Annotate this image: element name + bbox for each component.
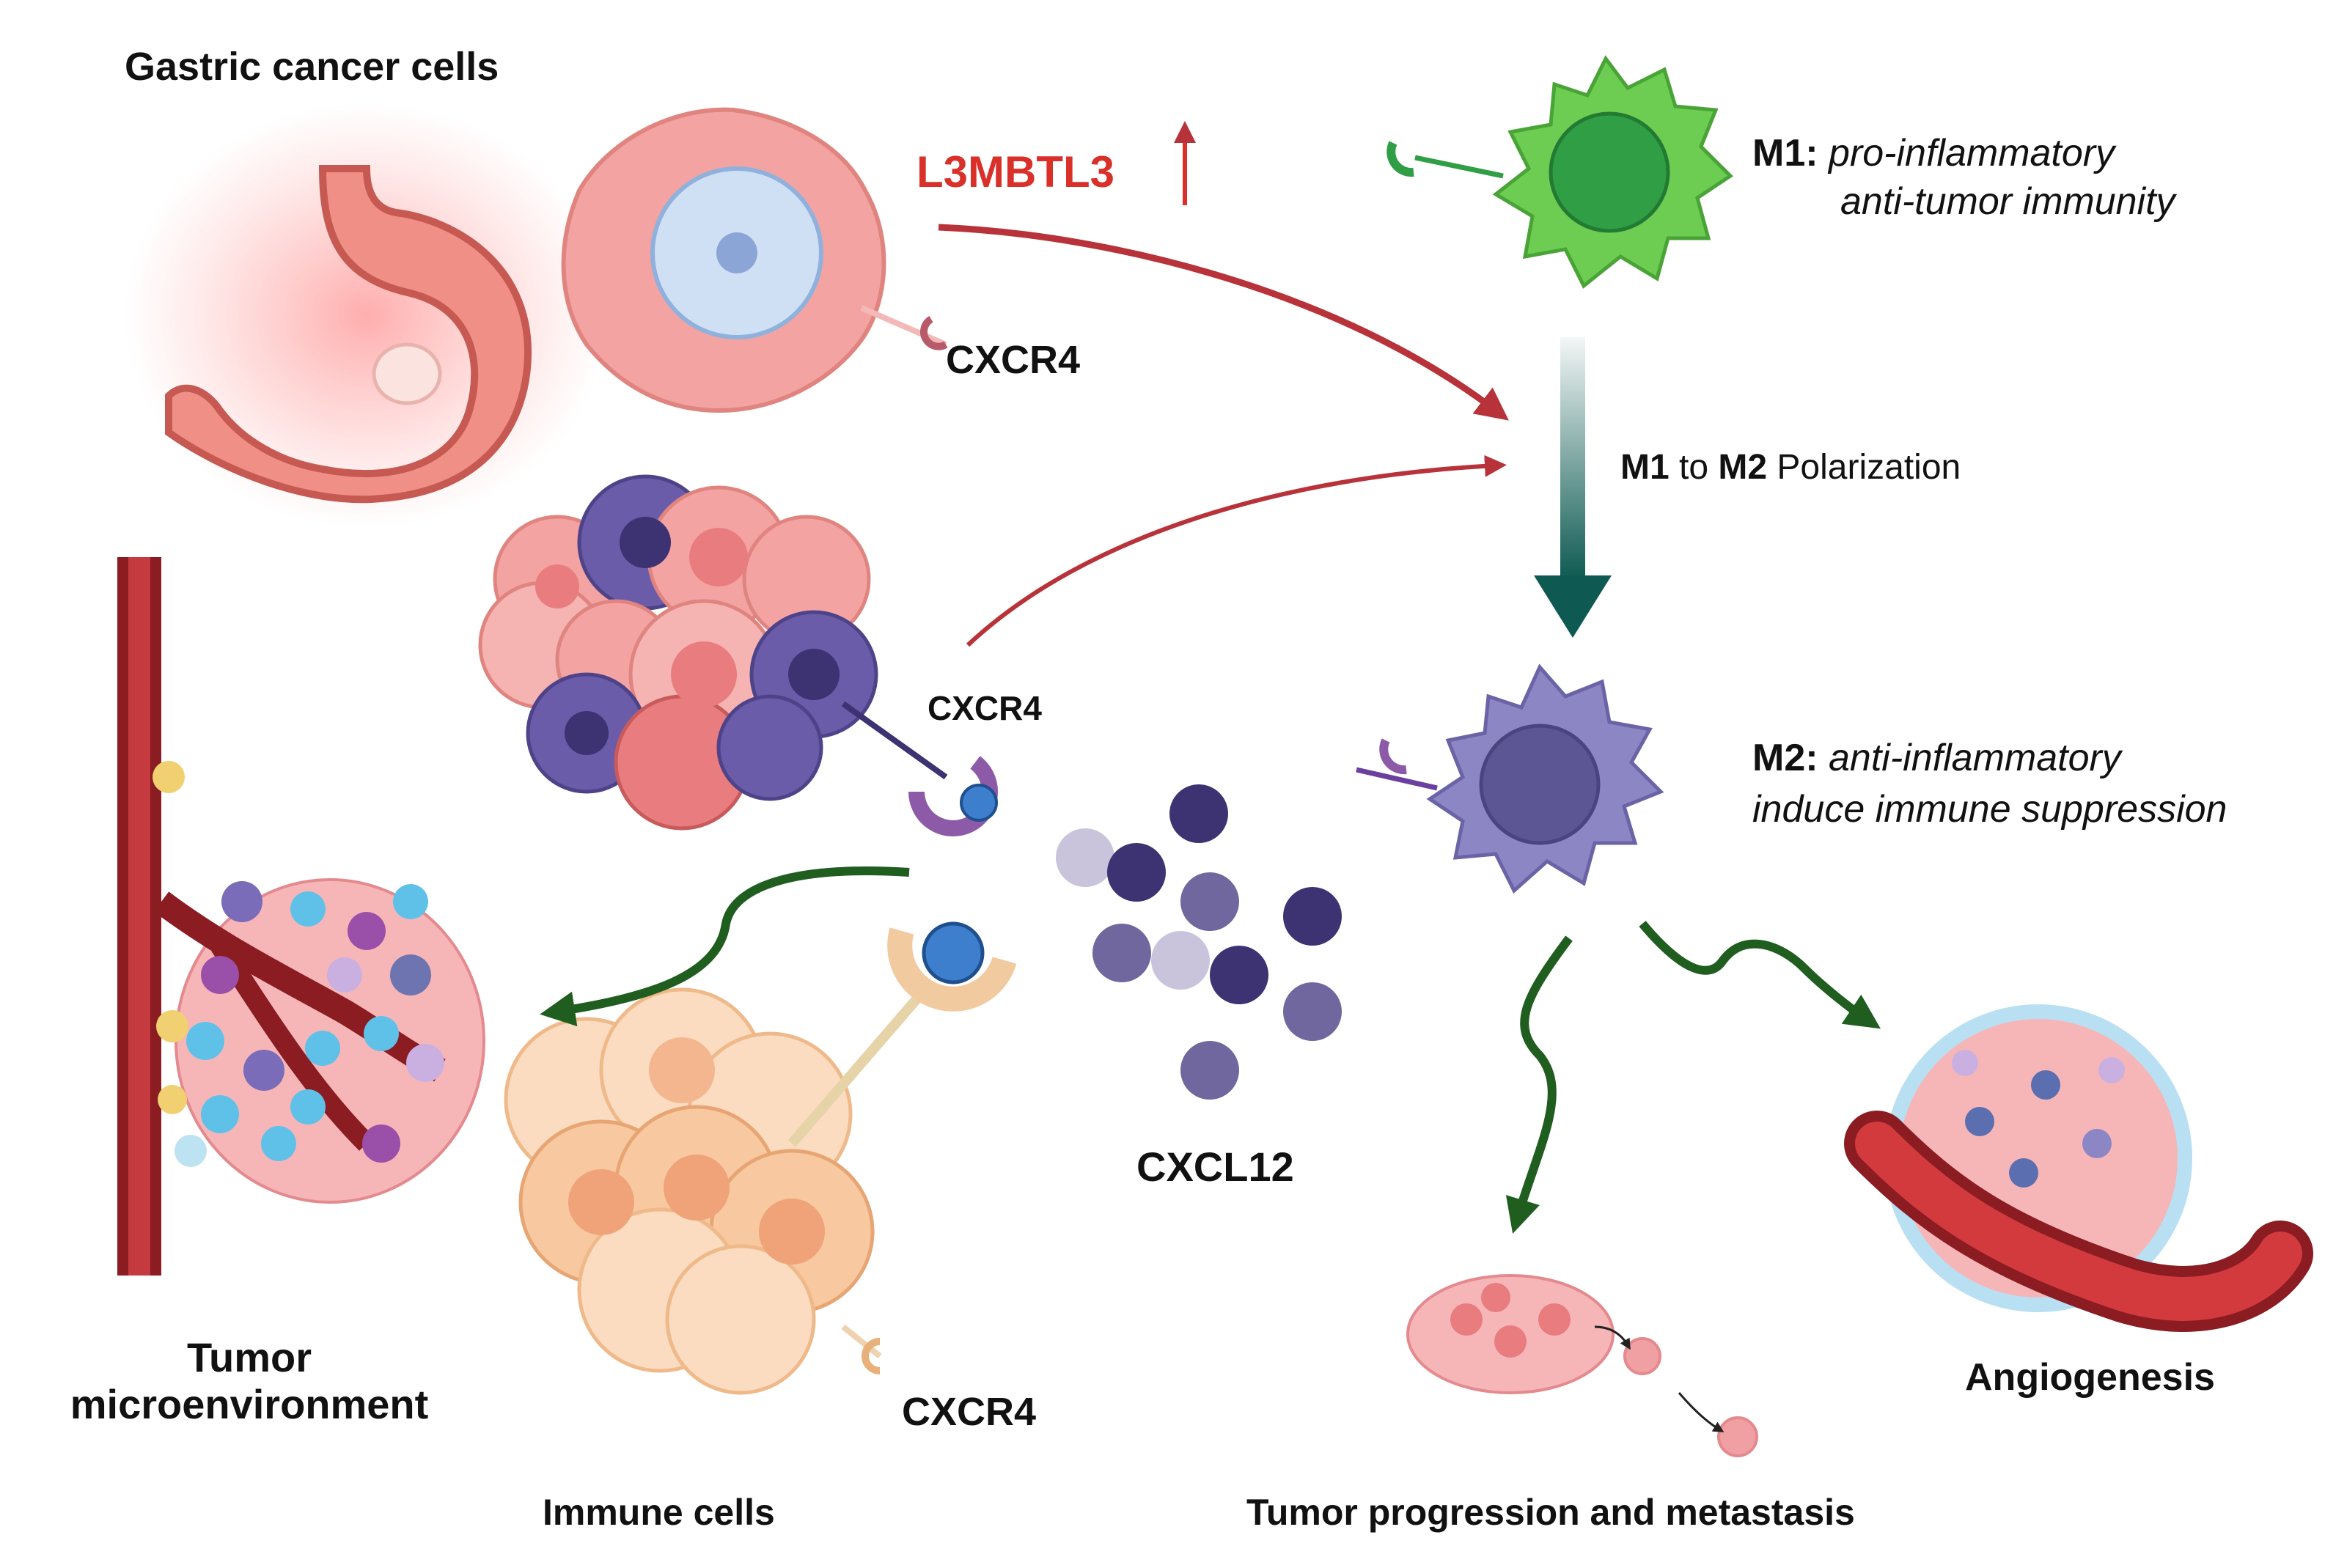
gastric-cancer-cells-label: Gastric cancer cells — [125, 45, 499, 89]
polarization-m2: M2 — [1718, 448, 1768, 487]
cxcr4-label-middle: CXCR4 — [928, 689, 1042, 727]
tumor-microenvironment-line1: Tumor — [186, 1334, 312, 1380]
arrow-to-tumor-progression — [1505, 935, 1573, 1234]
m2-label: M2: anti-inflammatory — [1752, 737, 2121, 781]
m1-description-line2: anti-tumor immunity — [1840, 180, 2175, 223]
tumor-microenvironment-line2: microenvironment — [70, 1381, 429, 1428]
gastric-cancer-cell-top — [561, 107, 948, 413]
immune-cells-cluster — [504, 921, 1017, 1395]
polarization-rest: Polarization — [1767, 448, 1961, 487]
l3mbtl3-label: L3MBTL3 — [917, 147, 1114, 196]
arrow-to-tumor-microenvironment — [540, 866, 910, 1027]
polarization-m1: M1 — [1620, 448, 1670, 487]
angiogenesis-illustration — [1844, 1004, 2313, 1332]
polarization-arrow-head — [1534, 575, 1612, 638]
m1-description-line1: pro-inflammatory — [1829, 132, 2115, 174]
cancer-cell-cluster — [478, 474, 998, 836]
cxcl12-label: CXCL12 — [1136, 1144, 1294, 1190]
tumor-microenvironment-label: Tumor microenvironment — [29, 1334, 469, 1429]
tumor-progression-illustration — [1406, 1274, 1758, 1457]
cxcl12-molecules — [1056, 784, 1342, 1100]
angiogenesis-label: Angiogenesis — [1965, 1356, 2215, 1399]
arrow-cancer-cell-to-polarization — [938, 224, 1509, 421]
m1-macrophage — [1386, 55, 1733, 289]
m2-name: M2: — [1752, 737, 1818, 779]
cxcr4-label-top: CXCR4 — [946, 338, 1081, 382]
tumor-microenvironment-illustration — [117, 557, 485, 1276]
m1-name: M1: — [1752, 132, 1818, 174]
arrow-cluster-to-polarization — [966, 454, 1507, 647]
stomach-illustration — [125, 103, 609, 528]
arrow-to-angiogenesis — [1639, 921, 1881, 1029]
cxcr4-label-bottom: CXCR4 — [902, 1390, 1037, 1434]
m2-macrophage — [1356, 663, 1664, 894]
tumor-progression-label: Tumor progression and metastasis — [1246, 1492, 1855, 1533]
polarization-to: to — [1669, 448, 1719, 487]
polarization-label: M1 to M2 Polarization — [1620, 447, 1961, 487]
immune-cells-label: Immune cells — [543, 1492, 775, 1533]
polarization-arrow-shaft — [1560, 337, 1585, 579]
m1-label: M1: pro-inflammatory — [1752, 132, 2115, 176]
m2-description-line1: anti-inflammatory — [1829, 737, 2121, 779]
m2-description-line2: induce immune suppression — [1752, 788, 2227, 831]
